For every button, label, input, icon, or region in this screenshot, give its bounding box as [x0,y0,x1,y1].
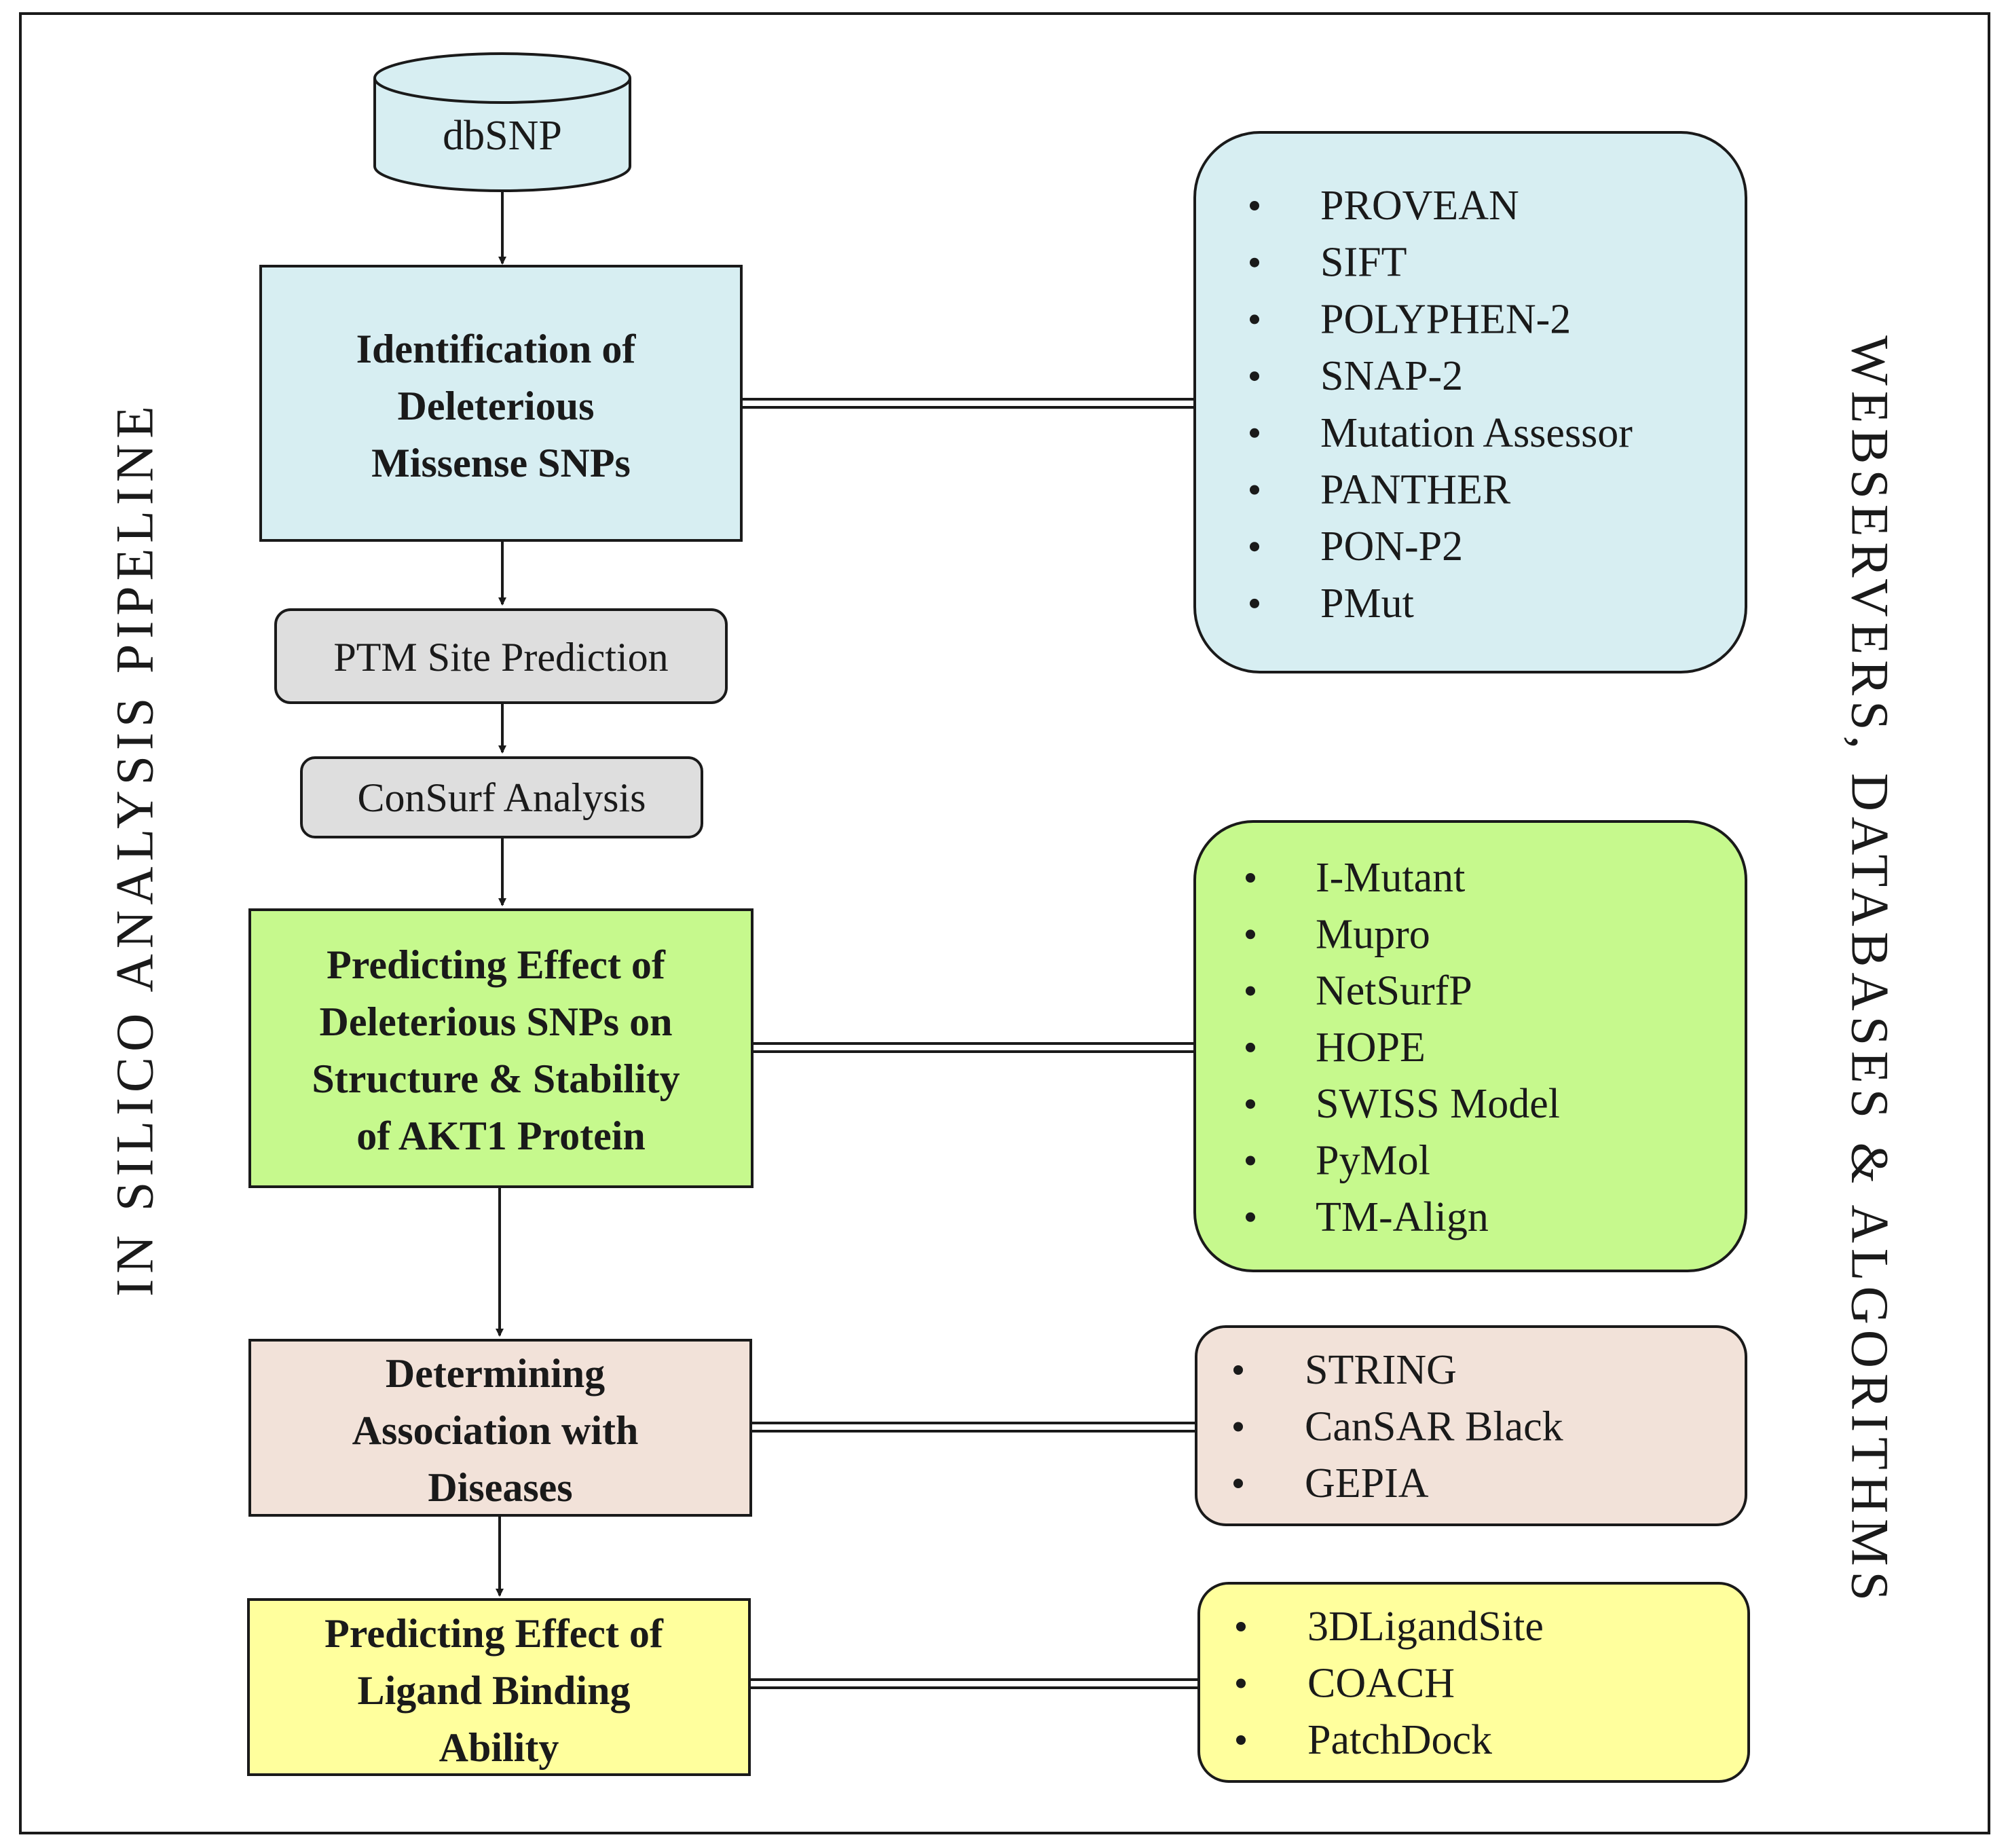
flow-arrows [496,191,506,1597]
step-line: Association with [352,1408,639,1453]
tool-item: CanSAR Black [1305,1404,1563,1450]
bullet-icon [1246,1042,1255,1052]
tools-box [1197,1582,1750,1783]
bullet-icon [1236,1735,1246,1745]
step-line: Ligand Binding [358,1668,631,1713]
pipeline-step-identification: Identification of Deleterious Missense S… [259,265,743,542]
tool-item: PatchDock [1307,1717,1492,1763]
step-line: Structure & Stability [312,1056,680,1101]
step-line: Missense SNPs [371,441,631,485]
tool-item: 3DLigandSite [1307,1604,1544,1650]
tool-item: GEPIA [1305,1460,1429,1507]
tool-item: Mutation Assessor [1320,410,1633,456]
tool-item: PROVEAN [1320,183,1519,229]
step-text: ConSurf Analysis [357,775,646,820]
bullet-icon [1246,1212,1255,1222]
step-text: PTM Site Prediction [333,635,668,680]
dbsnp-database: dbSNP [373,52,631,192]
step-box [259,265,743,542]
left-side-label: IN SILICO ANALYSIS PIPELINE [105,401,164,1297]
bullet-icon [1250,598,1259,608]
right-side-label: WEBSERVERS, DATABASES & ALGORITHMS [1841,335,1900,1606]
pipeline-step-structure: Predicting Effect of Deleterious SNPs on… [248,908,754,1188]
pipeline-step-ligand: Predicting Effect of Ligand Binding Abil… [247,1598,751,1776]
step-box [248,908,754,1188]
step-line: Deleterious [398,384,595,428]
bullet-icon [1233,1479,1243,1488]
step-line: Predicting Effect of [324,1611,664,1656]
tool-item: COACH [1307,1661,1455,1707]
step-line: Ability [439,1725,559,1770]
tool-item: STRING [1305,1347,1457,1393]
bullet-icon [1250,257,1259,267]
tool-item: NetSurfP [1316,968,1472,1014]
bullet-icon [1233,1422,1243,1432]
bullet-icon [1246,873,1255,883]
step-line: Identification of [356,327,637,371]
tool-item: TM-Align [1316,1194,1489,1240]
step-line: Diseases [428,1465,572,1510]
dbsnp-label: dbSNP [443,113,562,159]
pipeline-step-ptm: PTM Site Prediction [274,608,728,704]
tool-item: I-Mutant [1316,855,1465,901]
tools-box [1195,1325,1747,1526]
pipeline-step-disease: Determining Association with Diseases [248,1339,752,1517]
tool-item: Mupro [1316,911,1430,957]
tools-box [1193,820,1747,1272]
step-box [274,608,728,704]
tools-box [1193,131,1747,673]
bullet-icon [1250,201,1259,210]
bullet-icon [1250,542,1259,552]
step-box [247,1598,751,1776]
tool-item: SWISS Model [1316,1081,1560,1127]
step-line: Determining [386,1351,605,1396]
tool-item: SIFT [1320,240,1407,286]
tool-item: PON-P2 [1320,523,1463,570]
connectors [741,398,1199,1689]
tool-item: PANTHER [1320,467,1511,513]
tool-item: HOPE [1316,1024,1426,1071]
bullet-icon [1250,428,1259,438]
database-cylinder-top [373,52,631,104]
bullet-icon [1236,1678,1246,1688]
bullet-icon [1250,485,1259,495]
step-text: Predicting Effect of Deleterious SNPs on… [312,942,690,1158]
step-text: Predicting Effect of Ligand Binding Abil… [324,1611,673,1770]
bullet-icon [1233,1365,1243,1375]
tool-item: SNAP-2 [1320,353,1463,399]
bullet-icon [1250,314,1259,325]
step-box [248,1339,752,1517]
step-text: Identification of Deleterious Missense S… [356,327,646,485]
step-line: of AKT1 Protein [356,1113,646,1158]
bullet-icon [1250,371,1259,382]
tool-item: PMut [1320,580,1414,627]
step-line: Deleterious SNPs on [320,999,673,1044]
tool-item: POLYPHEN-2 [1320,296,1571,342]
step-line: Predicting Effect of [327,942,666,987]
bullet-icon [1236,1622,1246,1631]
bullet-icon [1246,986,1255,996]
tool-item: PyMol [1316,1138,1430,1184]
step-text: Determining Association with Diseases [352,1351,649,1510]
bullet-icon [1246,929,1255,940]
pipeline-step-consurf: ConSurf Analysis [300,756,703,838]
step-box [300,756,703,838]
bullet-icon [1246,1156,1255,1166]
bullet-icon [1246,1099,1255,1109]
database-cylinder-icon [373,78,631,192]
